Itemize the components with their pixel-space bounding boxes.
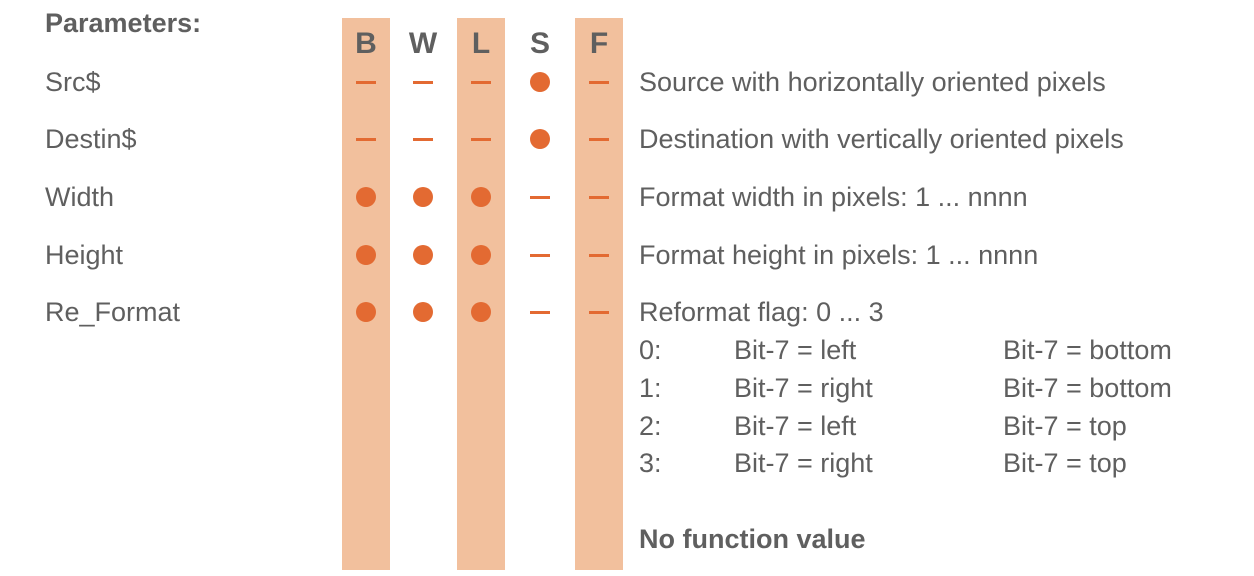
column-header-b: B (355, 27, 377, 60)
dash-icon-destin-b (342, 121, 390, 157)
dash-icon-height-s (516, 237, 564, 273)
dash-icon-src-l (457, 64, 505, 100)
column-band-b (342, 18, 390, 570)
flag-table-cell: Bit-7 = top (1003, 411, 1127, 441)
dash-icon-width-s (516, 179, 564, 215)
dash-icon-src-w (399, 64, 447, 100)
flag-table-cell: 1: (639, 373, 662, 403)
dash-icon-height-f (575, 237, 623, 273)
dot-icon-src-s (516, 64, 564, 100)
dash-icon-destin-w (399, 121, 447, 157)
dot-icon-re-format-b (342, 294, 390, 330)
no-function-value-note: No function value (639, 524, 866, 554)
flag-table-cell: Bit-7 = left (734, 411, 857, 441)
param-name-width: Width (45, 182, 115, 212)
dot-icon-height-l (457, 237, 505, 273)
dot-icon-width-l (457, 179, 505, 215)
flag-table-cell: 2: (639, 411, 662, 441)
column-header-l: L (471, 27, 491, 60)
dash-icon-destin-l (457, 121, 505, 157)
flag-table-cell: Bit-7 = bottom (1003, 335, 1172, 365)
dot-icon-destin-s (516, 121, 564, 157)
param-name-src: Src$ (45, 67, 101, 97)
dash-icon-destin-f (575, 121, 623, 157)
param-description-re-format: Reformat flag: 0 ... 3 (639, 297, 884, 327)
param-name-height: Height (45, 240, 124, 270)
parameters-heading: Parameters: (45, 8, 202, 38)
dot-icon-width-w (399, 179, 447, 215)
dash-icon-re-format-s (516, 294, 564, 330)
flag-table-cell: Bit-7 = right (734, 373, 873, 403)
column-band-f (575, 18, 623, 570)
dot-icon-height-w (399, 237, 447, 273)
dash-icon-re-format-f (575, 294, 623, 330)
column-header-w: W (408, 27, 438, 60)
flag-table-cell: 3: (639, 448, 662, 478)
dot-icon-re-format-l (457, 294, 505, 330)
param-description-height: Format height in pixels: 1 ... nnnn (639, 240, 1039, 270)
dot-icon-width-b (342, 179, 390, 215)
dash-icon-src-f (575, 64, 623, 100)
dash-icon-width-f (575, 179, 623, 215)
flag-table-cell: Bit-7 = left (734, 335, 857, 365)
param-description-width: Format width in pixels: 1 ... nnnn (639, 182, 1028, 212)
dot-icon-height-b (342, 237, 390, 273)
param-name-re-format: Re_Format (45, 297, 181, 327)
column-header-s: S (529, 27, 550, 60)
flag-table-cell: Bit-7 = top (1003, 448, 1127, 478)
flag-table-cell: Bit-7 = bottom (1003, 373, 1172, 403)
column-band-l (457, 18, 505, 570)
param-name-destin: Destin$ (45, 124, 137, 154)
dash-icon-src-b (342, 64, 390, 100)
flag-table-cell: Bit-7 = right (734, 448, 873, 478)
param-description-src: Source with horizontally oriented pixels (639, 67, 1106, 97)
flag-table-cell: 0: (639, 335, 662, 365)
param-description-destin: Destination with vertically oriented pix… (639, 124, 1124, 154)
dot-icon-re-format-w (399, 294, 447, 330)
column-header-f: F (589, 27, 609, 60)
